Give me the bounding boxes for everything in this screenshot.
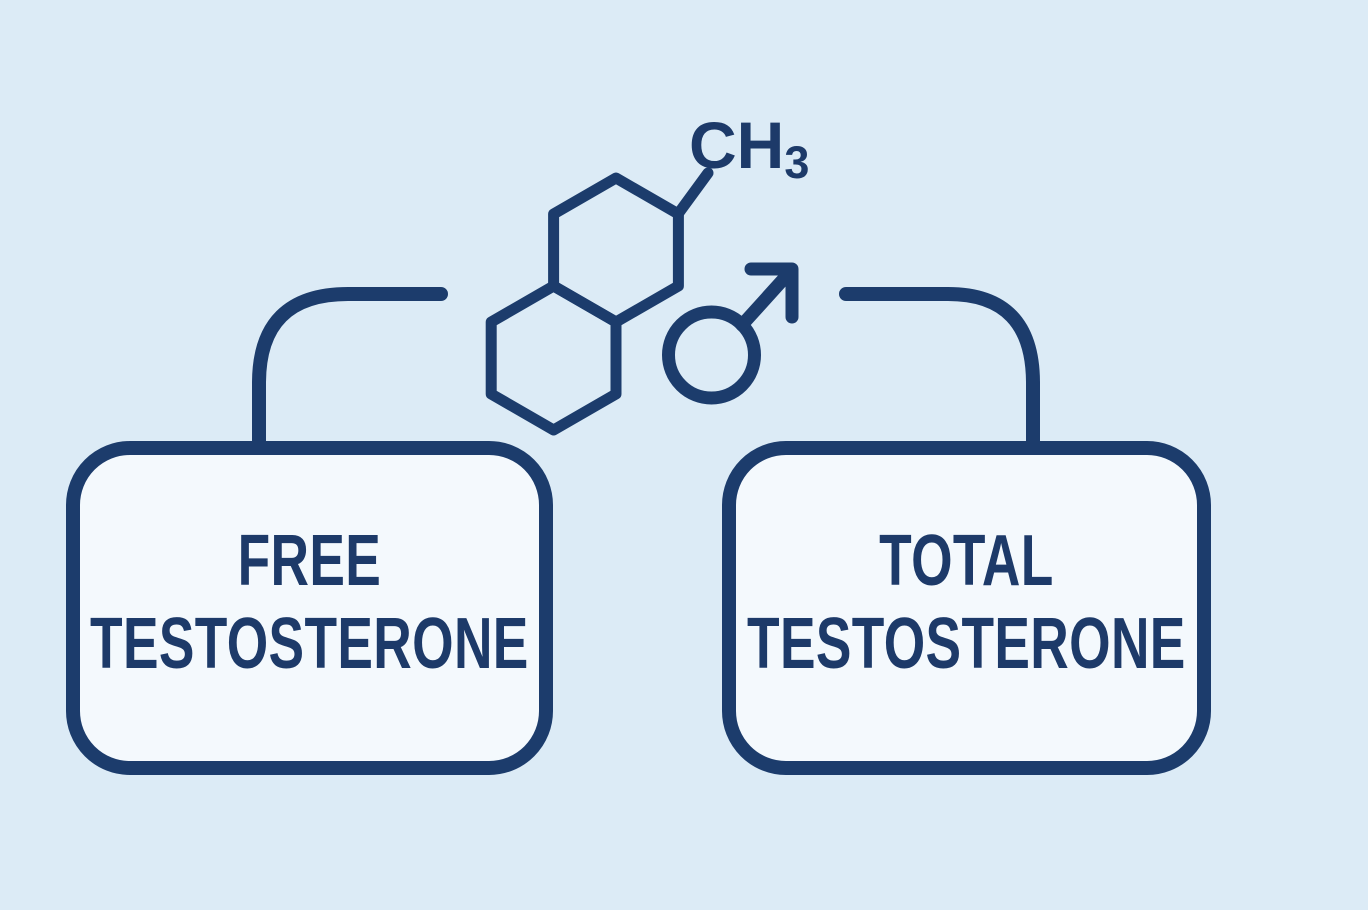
right-connector-line: [839, 287, 1040, 457]
male-symbol-arrow-head: [744, 262, 799, 324]
free-testosterone-line1: FREE: [237, 521, 382, 601]
free-testosterone-label: FREE TESTOSTERONE: [90, 520, 529, 696]
total-testosterone-line1: TOTAL: [879, 521, 1054, 601]
methyl-group-label: CH3: [689, 112, 809, 185]
methyl-bond-line: [672, 167, 714, 220]
free-testosterone-box: FREE TESTOSTERONE: [66, 441, 553, 775]
total-testosterone-label: TOTAL TESTOSTERONE: [747, 520, 1186, 696]
methyl-group-subscript: 3: [784, 137, 810, 188]
total-testosterone-box: TOTAL TESTOSTERONE: [722, 441, 1211, 775]
total-testosterone-line2: TESTOSTERONE: [747, 604, 1186, 684]
free-testosterone-line2: TESTOSTERONE: [90, 604, 529, 684]
male-symbol-icon: [662, 262, 799, 405]
male-symbol-circle: [662, 305, 761, 405]
methyl-group-text: CH: [689, 108, 785, 182]
hexagon-ring-bottom: [485, 280, 622, 436]
left-connector-line: [252, 287, 448, 457]
male-symbol-arrow-shaft: [735, 266, 796, 332]
steroid-molecule-icon: [485, 167, 714, 436]
